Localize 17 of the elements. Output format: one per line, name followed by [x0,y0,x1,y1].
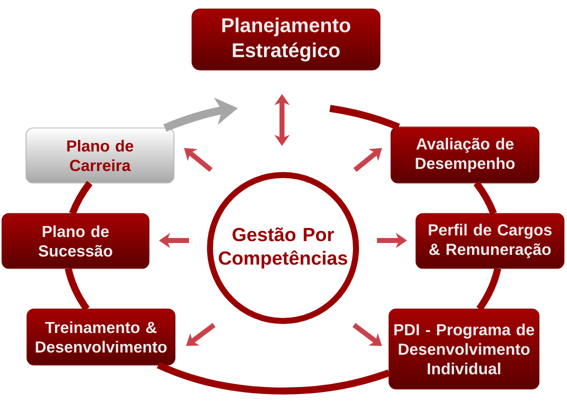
process-box: PDI - Programa de Desenvolvimento Individual [388,308,540,390]
arrow [184,148,213,172]
arrow [352,323,382,346]
curved-line [474,180,497,215]
arrow [353,148,382,172]
process-box: Perfil de Cargos & Remuneração [416,213,564,269]
arrow [186,323,216,346]
process-box: Planejamento Estratégico [192,8,380,70]
curved-line [64,268,90,311]
process-box: Plano de Carreira [26,128,174,184]
process-box: Treinamento & Desenvolvimento [26,308,176,366]
curved-line [476,268,502,311]
process-box: Plano de Sucessão [2,213,150,269]
curved-line [156,362,390,394]
process-box: Avaliação de Desempenho [390,126,540,184]
curved-line [69,180,92,215]
curved-line [329,104,400,130]
